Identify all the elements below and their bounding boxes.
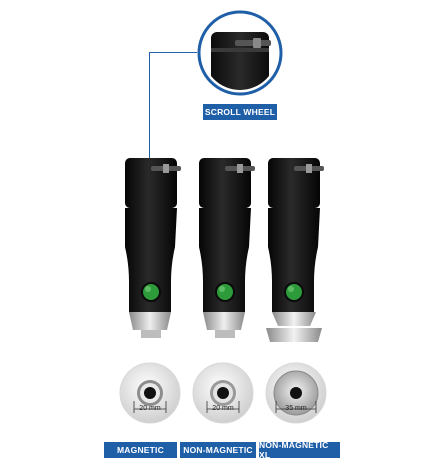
diameter-label: 20 mm <box>139 405 161 412</box>
tip-closeup-magnetic <box>118 361 182 425</box>
product-label-non-magnetic: NON-MAGNETIC <box>180 442 256 458</box>
product-label-magnetic: MAGNETIC <box>104 442 177 458</box>
tip-closeup-non-magnetic-xl <box>264 361 328 425</box>
device-magnetic <box>115 152 183 352</box>
product-label-non-magnetic-xl: NON-MAGNETIC XL <box>259 440 340 460</box>
device-non-magnetic-xl <box>258 152 334 352</box>
diameter-label: 20 mm <box>212 405 234 412</box>
scroll-wheel-label: SCROLL WHEEL <box>203 104 277 120</box>
scroll-wheel-zoom-callout <box>197 10 283 96</box>
tip-closeup-non-magnetic <box>191 361 255 425</box>
diameter-label: 35 mm <box>285 405 307 412</box>
callout-connector-line-vertical <box>149 52 150 159</box>
device-non-magnetic <box>189 152 257 352</box>
callout-connector-line <box>149 52 197 53</box>
